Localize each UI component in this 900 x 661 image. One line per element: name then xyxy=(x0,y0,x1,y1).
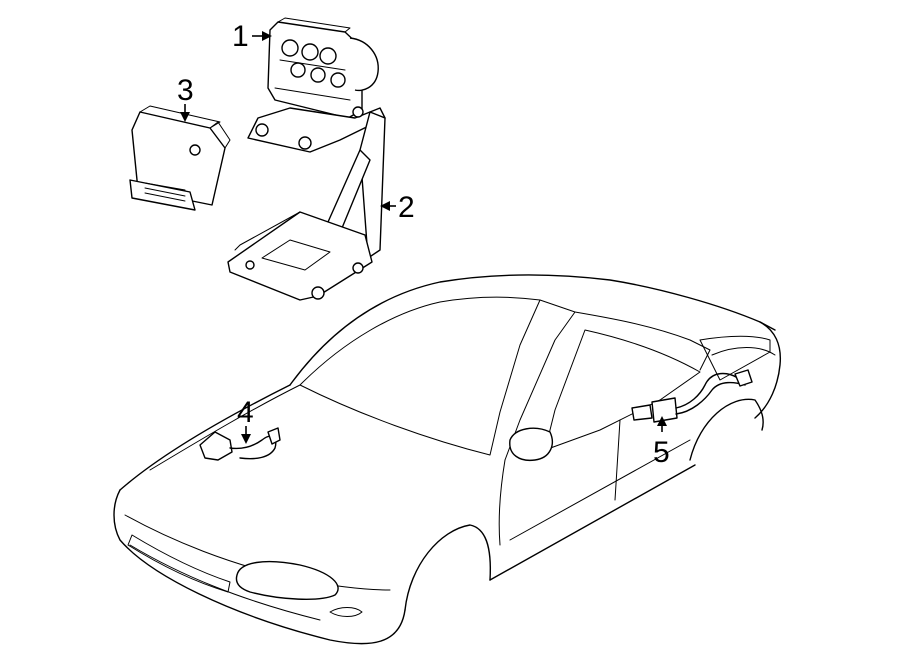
callout-4-label: 4 xyxy=(237,396,254,429)
car-body xyxy=(113,274,782,645)
rear-wheel-speed-sensor xyxy=(631,369,753,423)
electronic-control-module xyxy=(129,105,231,211)
callout-3: 3 xyxy=(177,74,194,122)
callout-2-label: 2 xyxy=(398,191,415,224)
callout-4: 4 xyxy=(237,396,254,444)
valve-stems xyxy=(274,39,351,101)
front-wheel-speed-sensor xyxy=(199,427,281,461)
callout-5-label: 5 xyxy=(653,436,670,469)
callout-1-label: 1 xyxy=(232,20,249,53)
callout-3-label: 3 xyxy=(177,74,194,107)
callout-2: 2 xyxy=(380,191,415,224)
abs-modulator-assembly xyxy=(247,17,386,153)
mounting-bracket xyxy=(227,111,386,301)
callout-1: 1 xyxy=(232,20,272,53)
callout-5: 5 xyxy=(653,416,670,469)
